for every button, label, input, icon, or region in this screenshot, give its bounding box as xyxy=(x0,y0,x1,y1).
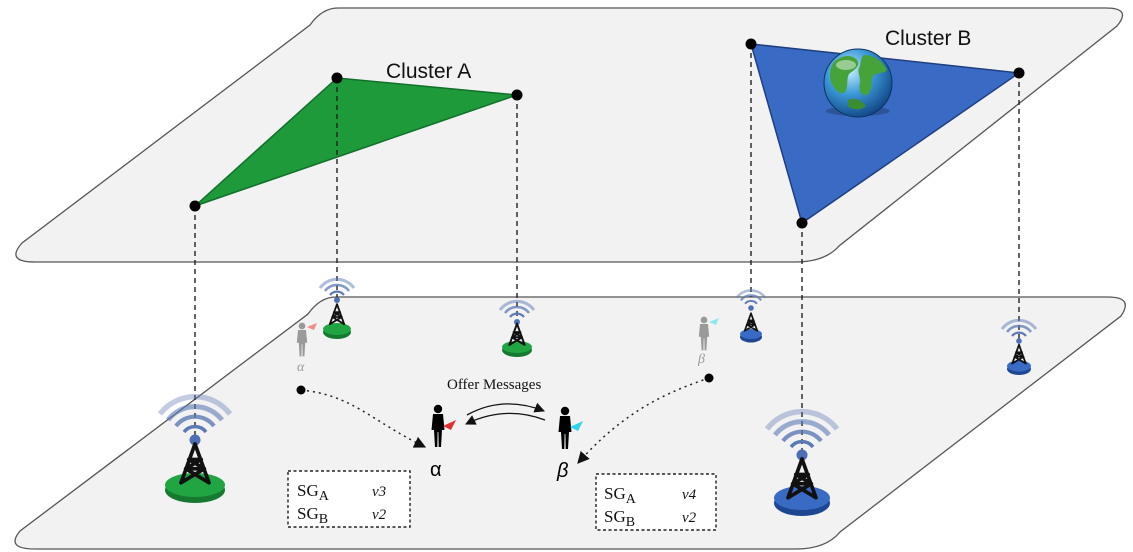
cluster-b-label: Cluster B xyxy=(885,27,971,50)
table-row: SGA xyxy=(604,484,637,507)
table-row: SGB xyxy=(297,504,328,527)
radio-tower-icon xyxy=(767,412,837,516)
table-row: SGB xyxy=(604,507,635,530)
beta-label: β xyxy=(556,460,568,482)
beta-start-point xyxy=(704,373,714,383)
flag-icon xyxy=(307,323,317,330)
table-row: SGA xyxy=(297,481,330,504)
cluster-b-triangle xyxy=(749,43,1022,225)
flag-icon xyxy=(570,421,583,431)
radio-tower-icon xyxy=(498,299,536,357)
cluster-a-label: Cluster A xyxy=(386,60,471,83)
radio-tower-icon xyxy=(318,277,356,339)
table-cell-value: v3 xyxy=(372,484,386,500)
offer-messages-label: Offer Messages xyxy=(447,377,541,393)
ghost-beta-label: β xyxy=(697,352,705,367)
cluster-a-triangle xyxy=(194,77,518,207)
alpha-start-point xyxy=(296,385,306,395)
table-cell-value: v2 xyxy=(372,507,387,523)
radio-tower-icon xyxy=(735,289,767,343)
alpha-version-table: SGA v3 SGB v2 xyxy=(287,470,411,528)
table-cell-value: v2 xyxy=(682,510,697,526)
flag-icon xyxy=(709,318,719,325)
radio-tower-icon xyxy=(1000,318,1038,375)
table-cell-value: v4 xyxy=(682,487,697,503)
offer-message-arrows xyxy=(465,402,546,425)
ghost-alpha-label: α xyxy=(297,360,305,375)
radio-tower-icon xyxy=(160,397,230,503)
beta-version-table: SGA v4 SGB v2 xyxy=(595,473,717,531)
cluster-vertices xyxy=(189,38,1025,229)
globe-icon xyxy=(823,48,893,118)
alpha-label: α xyxy=(430,459,442,481)
flag-icon xyxy=(443,420,456,430)
